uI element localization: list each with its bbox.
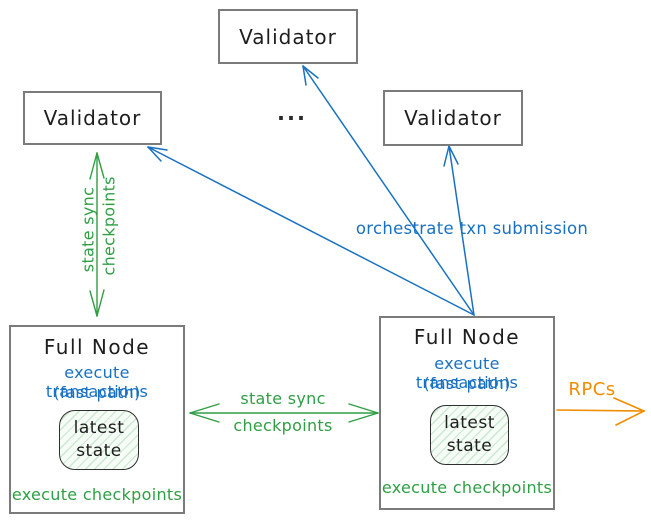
latest-state-label-right: latest state (444, 412, 495, 458)
state-sync-arrow-horizontal (189, 403, 379, 423)
full-node-left-title: Full Node (43, 335, 151, 359)
latest-state-line2-left: state (76, 441, 122, 461)
rpcs-arrow (556, 397, 645, 426)
execute-checkpoints-label-right: execute checkpoints (381, 478, 553, 497)
execute-transactions-label-left: execute transactions (45, 363, 149, 401)
state-sync-vertical-label-line1: state sync (78, 186, 98, 273)
validator-box-right: Validator (383, 90, 523, 146)
latest-state-line1-right: latest (444, 413, 495, 434)
state-sync-horizontal-label-line1: state sync (240, 389, 326, 408)
fast-path-label-left: (fast path) (53, 383, 141, 402)
latest-state-line2-right: state (446, 436, 493, 456)
validator-box-top: Validator (218, 9, 358, 64)
latest-state-label-left: latest state (74, 417, 125, 463)
txn-submission-arrow-to-right-validator (443, 145, 475, 316)
execute-transactions-label-right: execute transactions (415, 354, 519, 392)
state-sync-vertical-label-line2: checkpoints (99, 176, 119, 276)
validator-top-label: Validator (239, 24, 337, 49)
txn-submission-arrow-to-top-validator (302, 65, 475, 316)
validator-box-left: Validator (23, 91, 162, 145)
state-sync-horizontal-label-line2: checkpoints (233, 416, 333, 435)
state-sync-arrow-vertical (89, 152, 105, 317)
txn-submission-arrow-to-left-validator (147, 146, 475, 316)
latest-state-line1-left: latest (73, 418, 125, 439)
full-node-right-title: Full Node (413, 325, 521, 349)
validator-left-label: Validator (43, 106, 142, 130)
execute-checkpoints-label-left: execute checkpoints (11, 485, 183, 504)
rpcs-label: RPCs (568, 379, 616, 400)
validators-ellipsis: ... (277, 101, 307, 125)
orchestrate-txn-submission-label: orchestrate txn submission (355, 219, 589, 238)
full-node-box-right: Full Node execute transactions (fast pat… (379, 316, 555, 510)
latest-state-box-left: latest state (59, 410, 139, 470)
latest-state-box-right: latest state (430, 405, 509, 465)
fast-path-label-right: (fast path) (423, 374, 511, 393)
validator-right-label: Validator (404, 106, 502, 130)
full-node-box-left: Full Node execute transactions (fast pat… (9, 325, 185, 514)
